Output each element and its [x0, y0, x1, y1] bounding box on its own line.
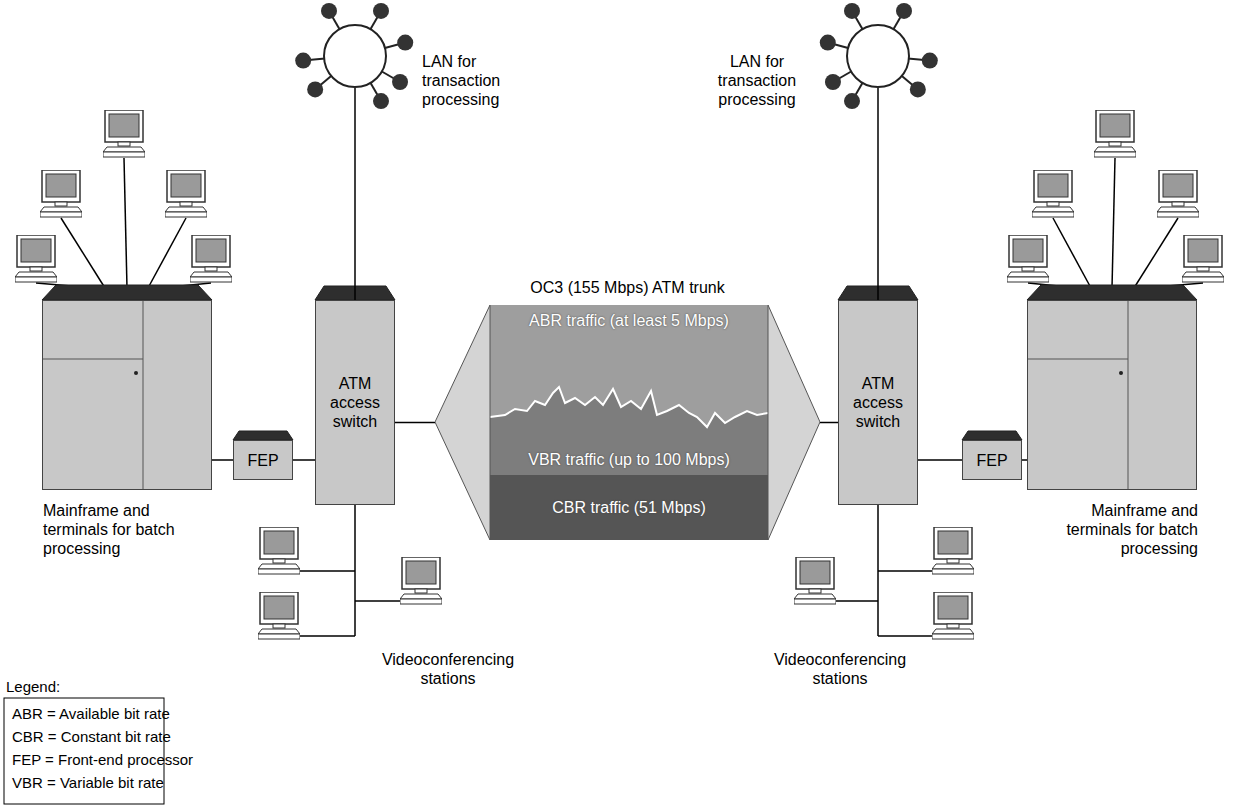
connector-line [354, 88, 356, 300]
cbr-band: CBR traffic (51 Mbps) [490, 475, 768, 540]
lan-ring: LAN for transaction processing [323, 24, 387, 88]
legend-heading: Legend: [6, 678, 60, 696]
lan-ring: LAN for transaction processing [846, 24, 910, 88]
node-label: CBR traffic (51 Mbps) [552, 498, 706, 517]
vbr-band: VBR traffic (up to 100 Mbps) [490, 431, 768, 475]
node-caption: LAN for transaction processing [422, 52, 522, 109]
terminal-icons [15, 110, 1224, 639]
atm-switch: ATM access switch [838, 300, 918, 505]
fep-box: FEP [233, 440, 293, 480]
lan-stations [295, 3, 938, 109]
connector-line [212, 459, 233, 461]
node-caption: Mainframe and terminals for batch proces… [1066, 501, 1198, 558]
node-label: FEP [247, 451, 278, 470]
connector-line [354, 505, 356, 519]
connector-line [395, 422, 435, 424]
legend-entry: ABR = Available bit rate [12, 705, 170, 723]
node-caption: Videoconferencing stations [378, 650, 518, 688]
node-label: ATM access switch [843, 374, 913, 431]
node-label: ATM access switch [320, 374, 390, 431]
legend-entry: CBR = Constant bit rate [12, 728, 171, 746]
mainframe: Mainframe and terminals for batch proces… [42, 300, 212, 490]
connector-line [877, 505, 879, 519]
node-caption: OC3 (155 Mbps) ATM trunk [435, 278, 820, 297]
node-caption: Mainframe and terminals for batch proces… [43, 501, 175, 558]
abr-band: ABR traffic (at least 5 Mbps) [490, 305, 768, 385]
connector-line [918, 459, 962, 461]
video-stations: Videoconferencing stations [240, 519, 515, 689]
legend-entry: VBR = Variable bit rate [12, 774, 164, 792]
terminal-wires [36, 158, 1203, 636]
atm-switch: ATM access switch [315, 300, 395, 505]
video-stations: Videoconferencing stations [775, 519, 975, 689]
node-label: FEP [976, 451, 1007, 470]
atm-trunk: OC3 (155 Mbps) ATM trunkABR traffic (at … [435, 305, 820, 540]
node-label: ABR traffic (at least 5 Mbps) [529, 311, 729, 330]
connector-line [820, 422, 838, 424]
fep-box: FEP [962, 440, 1022, 480]
legend-entry: FEP = Front-end processor [12, 751, 193, 769]
connector-line [877, 88, 879, 300]
node-label: VBR traffic (up to 100 Mbps) [528, 450, 730, 469]
node-caption: LAN for transaction processing [702, 52, 812, 109]
mainframe: Mainframe and terminals for batch proces… [1027, 300, 1197, 490]
connector-line [293, 459, 315, 461]
node-caption: Videoconferencing stations [770, 650, 910, 688]
